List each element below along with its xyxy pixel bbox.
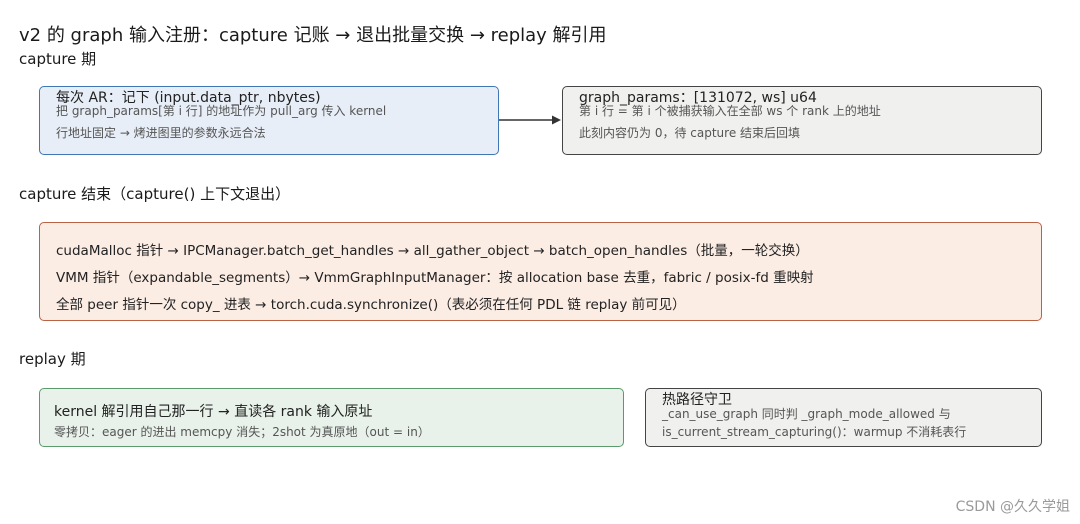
graph-params-head: graph_params：[131072, ws] u64 <box>579 90 817 106</box>
kernel-deref-line-1: 零拷贝：eager 的进出 memcpy 消失；2shot 为真原地（out =… <box>54 425 430 439</box>
hot-path-guard-head: 热路径守卫 <box>662 392 732 408</box>
record-to-params-arrow <box>499 115 561 125</box>
exchange-line-3: 全部 peer 指针一次 copy_ 进表 → torch.cuda.synch… <box>56 297 686 313</box>
record-box: 每次 AR：记下 (input.data_ptr, nbytes) 把 grap… <box>39 86 499 155</box>
kernel-deref-head: kernel 解引用自己那一行 → 直读各 rank 输入原址 <box>54 404 373 420</box>
exchange-line-1: cudaMalloc 指针 → IPCManager.batch_get_han… <box>56 243 809 259</box>
graph-params-box: graph_params：[131072, ws] u64 第 i 行 = 第 … <box>562 86 1042 155</box>
watermark: CSDN @久久学姐 <box>955 499 1070 515</box>
section-capture-end-label: capture 结束（capture() 上下文退出） <box>19 185 291 203</box>
graph-params-line-1: 第 i 行 = 第 i 个被捕获输入在全部 ws 个 rank 上的地址 <box>579 104 881 118</box>
page-title: v2 的 graph 输入注册：capture 记账 → 退出批量交换 → re… <box>19 25 607 46</box>
section-replay-label: replay 期 <box>19 350 86 368</box>
record-box-line-2: 行地址固定 → 烤进图里的参数永远合法 <box>56 126 266 140</box>
handle-exchange-box: cudaMalloc 指针 → IPCManager.batch_get_han… <box>39 222 1042 321</box>
kernel-deref-box: kernel 解引用自己那一行 → 直读各 rank 输入原址 零拷贝：eage… <box>39 388 624 447</box>
hot-path-guard-line-1: _can_use_graph 同时判 _graph_mode_allowed 与 <box>662 407 951 421</box>
exchange-line-2: VMM 指针（expandable_segments）→ VmmGraphInp… <box>56 270 814 286</box>
section-capture-label: capture 期 <box>19 50 97 68</box>
hot-path-guard-box: 热路径守卫 _can_use_graph 同时判 _graph_mode_all… <box>645 388 1042 447</box>
hot-path-guard-line-2: is_current_stream_capturing()：warmup 不消耗… <box>662 425 967 439</box>
graph-params-line-2: 此刻内容仍为 0，待 capture 结束后回填 <box>579 126 801 140</box>
record-box-line-1: 把 graph_params[第 i 行] 的地址作为 pull_arg 传入 … <box>56 104 387 118</box>
record-box-head: 每次 AR：记下 (input.data_ptr, nbytes) <box>56 90 321 106</box>
